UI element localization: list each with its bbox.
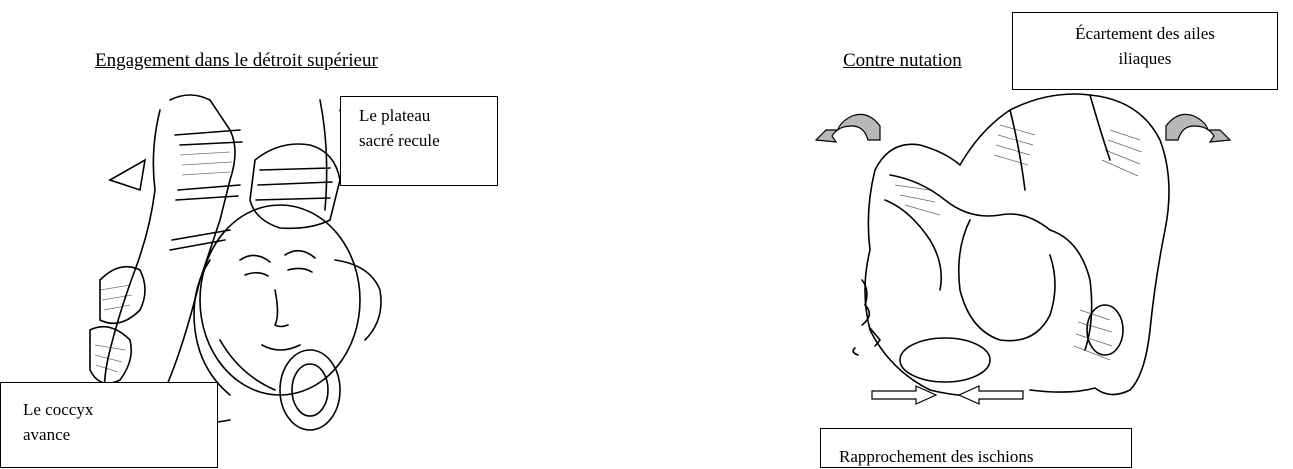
- sacral-plateau-line-1: Le plateau: [359, 103, 497, 128]
- iliac-wings-line-1: Écartement des ailes: [1013, 21, 1277, 46]
- ischia-line: Rapprochement des ischions: [839, 444, 1131, 469]
- arrow-right-icon: [870, 384, 940, 406]
- coccyx-line-1: Le coccyx: [23, 397, 217, 422]
- iliac-wings-label-box: Écartement des ailes iliaques: [1012, 12, 1278, 90]
- left-figure-title: Engagement dans le détroit supérieur: [95, 50, 378, 72]
- iliac-wings-line-2: iliaques: [1013, 46, 1277, 71]
- sacral-plateau-line-2: sacré recule: [359, 128, 497, 153]
- coccyx-label-box: Le coccyx avance: [0, 382, 218, 468]
- arrow-left-icon: [955, 384, 1025, 406]
- curved-arrow-left-icon: [808, 108, 888, 148]
- curved-arrow-right-icon: [1158, 108, 1238, 148]
- sacral-plateau-label-box: Le plateau sacré recule: [340, 96, 498, 186]
- pelvis-illustration: [850, 90, 1210, 410]
- ischia-label-box: Rapprochement des ischions: [820, 428, 1132, 468]
- coccyx-line-2: avance: [23, 422, 217, 447]
- right-figure-title: Contre nutation: [843, 50, 962, 72]
